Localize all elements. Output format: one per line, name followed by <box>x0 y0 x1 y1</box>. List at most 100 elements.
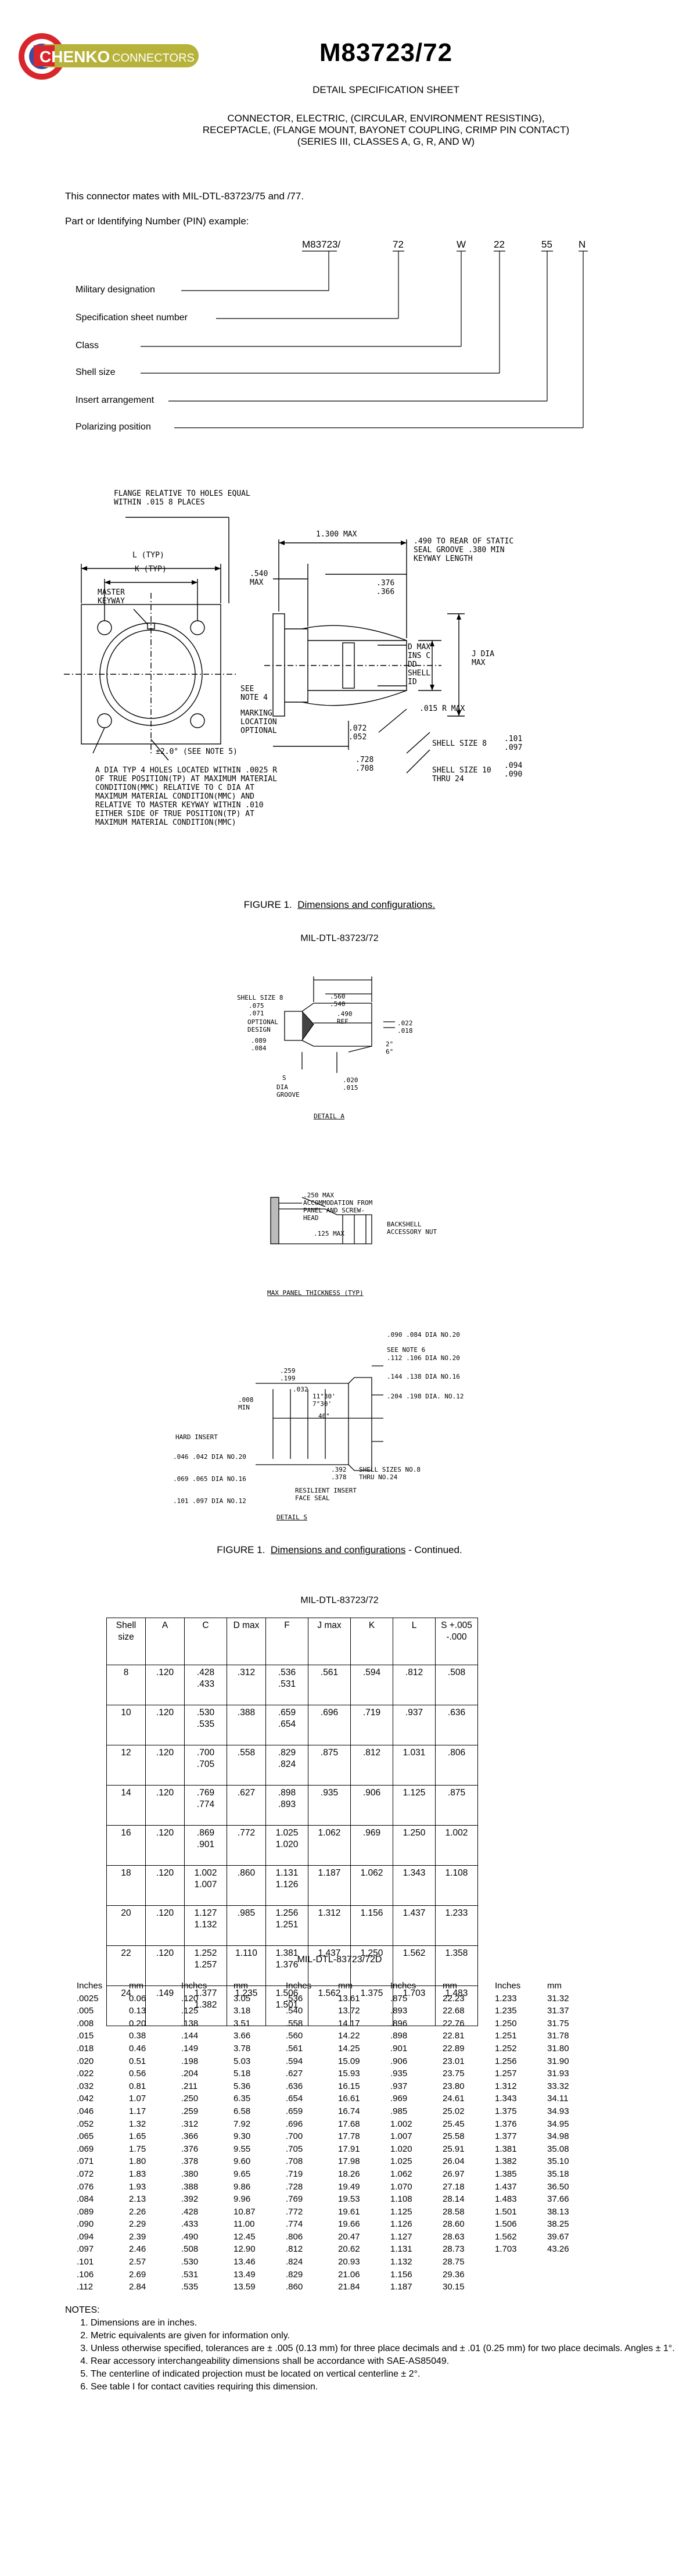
inch-value: 1.506 <box>495 2219 517 2230</box>
detail-a-v2: .089 .084 <box>251 1037 267 1052</box>
inch-value: .052 <box>77 2119 94 2129</box>
th-shell: Shell size <box>106 1618 146 1665</box>
detail-s-item-3: .144 .138 DIA NO.16 <box>387 1373 460 1380</box>
inch-value: .392 <box>181 2194 199 2205</box>
mm-value: 25.91 <box>443 2144 465 2154</box>
detail-a-dia: DIA GROOVE <box>276 1083 300 1099</box>
inch-value: .937 <box>390 2081 408 2091</box>
table-cell: 1.437 <box>393 1905 436 1946</box>
mm-value: 5.36 <box>233 2081 251 2091</box>
mm-value: 21.84 <box>338 2282 360 2292</box>
mm-value: 0.56 <box>129 2069 146 2079</box>
table-cell: .898 .893 <box>265 1785 308 1826</box>
inch-value: .433 <box>181 2219 199 2230</box>
inch-value: .388 <box>181 2181 199 2192</box>
mm-value: 31.93 <box>547 2069 569 2079</box>
fig1-l-dim: L (TYP) <box>132 551 164 560</box>
fig1-072-dim: .072 .052 <box>349 724 367 742</box>
inch-value: .705 <box>286 2144 303 2154</box>
detail-s-item-8: 11°30' 7°30' <box>312 1393 336 1408</box>
table-cell: 1.358 <box>435 1945 478 1986</box>
table-cell: .120 <box>145 1665 185 1705</box>
mm-value: 35.10 <box>547 2156 569 2167</box>
fig1-shell10: SHELL SIZE 10 THRU 24 <box>432 766 491 783</box>
mm-value: 1.83 <box>129 2169 146 2179</box>
inch-value: .636 <box>286 2081 303 2091</box>
detail-a-s: S <box>282 1074 286 1082</box>
notes-section: NOTES: Dimensions are in inches. Metric … <box>65 2304 675 2393</box>
fig1-r015: .015 R MAX <box>419 704 465 713</box>
mm-value: 34.95 <box>547 2119 569 2129</box>
mm-value: 19.61 <box>338 2206 360 2217</box>
mm-value: 3.51 <box>233 2018 251 2028</box>
inches-header: Inches <box>390 1981 416 1991</box>
mm-value: 1.75 <box>129 2144 146 2154</box>
inch-value: .594 <box>286 2056 303 2066</box>
inch-value: 1.132 <box>390 2257 412 2267</box>
mm-value: 31.90 <box>547 2056 569 2066</box>
inch-value: 1.381 <box>495 2144 517 2154</box>
mm-value: 36.50 <box>547 2181 569 2192</box>
mm-header: mm <box>233 1981 248 1991</box>
table-cell: .769 .774 <box>184 1785 227 1826</box>
mm-value: 35.08 <box>547 2144 569 2154</box>
inch-value: .015 <box>77 2031 94 2041</box>
table-cell: 14 <box>106 1785 146 1826</box>
inch-value: .659 <box>286 2106 303 2116</box>
inch-value: .540 <box>286 2006 303 2016</box>
inch-value: .042 <box>77 2094 94 2104</box>
mm-value: 5.03 <box>233 2056 251 2066</box>
fig1-shell8: SHELL SIZE 8 <box>432 739 487 748</box>
table-cell: 1.131 1.126 <box>265 1865 308 1906</box>
table-cell: 1.483 <box>435 1985 478 2026</box>
table-cell: 1.381 1.376 <box>265 1945 308 1986</box>
mm-value: 28.73 <box>443 2244 465 2255</box>
mm-value: 7.92 <box>233 2119 251 2129</box>
inch-value: .708 <box>286 2156 303 2167</box>
th-d: D max <box>227 1618 266 1665</box>
pin-part-class: W <box>457 239 466 250</box>
fig1-jdia: J DIA MAX <box>472 650 495 667</box>
mm-value: 33.32 <box>547 2081 569 2091</box>
inch-value: 1.382 <box>495 2156 517 2167</box>
mates-text: This connector mates with MIL-DTL-83723/… <box>65 191 304 202</box>
mm-value: 9.86 <box>233 2181 251 2192</box>
table-header-row: Shell size A C D max F J max K L S +.005… <box>106 1618 478 1665</box>
table-cell: 1.108 <box>435 1865 478 1906</box>
table-cell: .812 <box>350 1745 393 1786</box>
inch-value: 1.250 <box>495 2018 517 2028</box>
table-cell: 1.025 1.020 <box>265 1825 308 1866</box>
pin-label-insert: Insert arrangement <box>76 395 155 405</box>
table-cell: .388 <box>227 1705 266 1745</box>
table-cell: 1.156 <box>350 1905 393 1946</box>
mm-value: 6.35 <box>233 2094 251 2104</box>
mm-value: 20.62 <box>338 2244 360 2255</box>
th-k: K <box>350 1618 393 1665</box>
mm-value: 17.78 <box>338 2131 360 2142</box>
table-cell: .906 <box>350 1785 393 1826</box>
detail-a-v5: .022 .018 <box>397 1019 413 1035</box>
table-cell: 1.562 <box>393 1945 436 1986</box>
table-cell: .120 <box>145 1705 185 1745</box>
detail-a-v3: .560 .540 <box>330 993 346 1008</box>
inch-value: .101 <box>77 2257 94 2267</box>
